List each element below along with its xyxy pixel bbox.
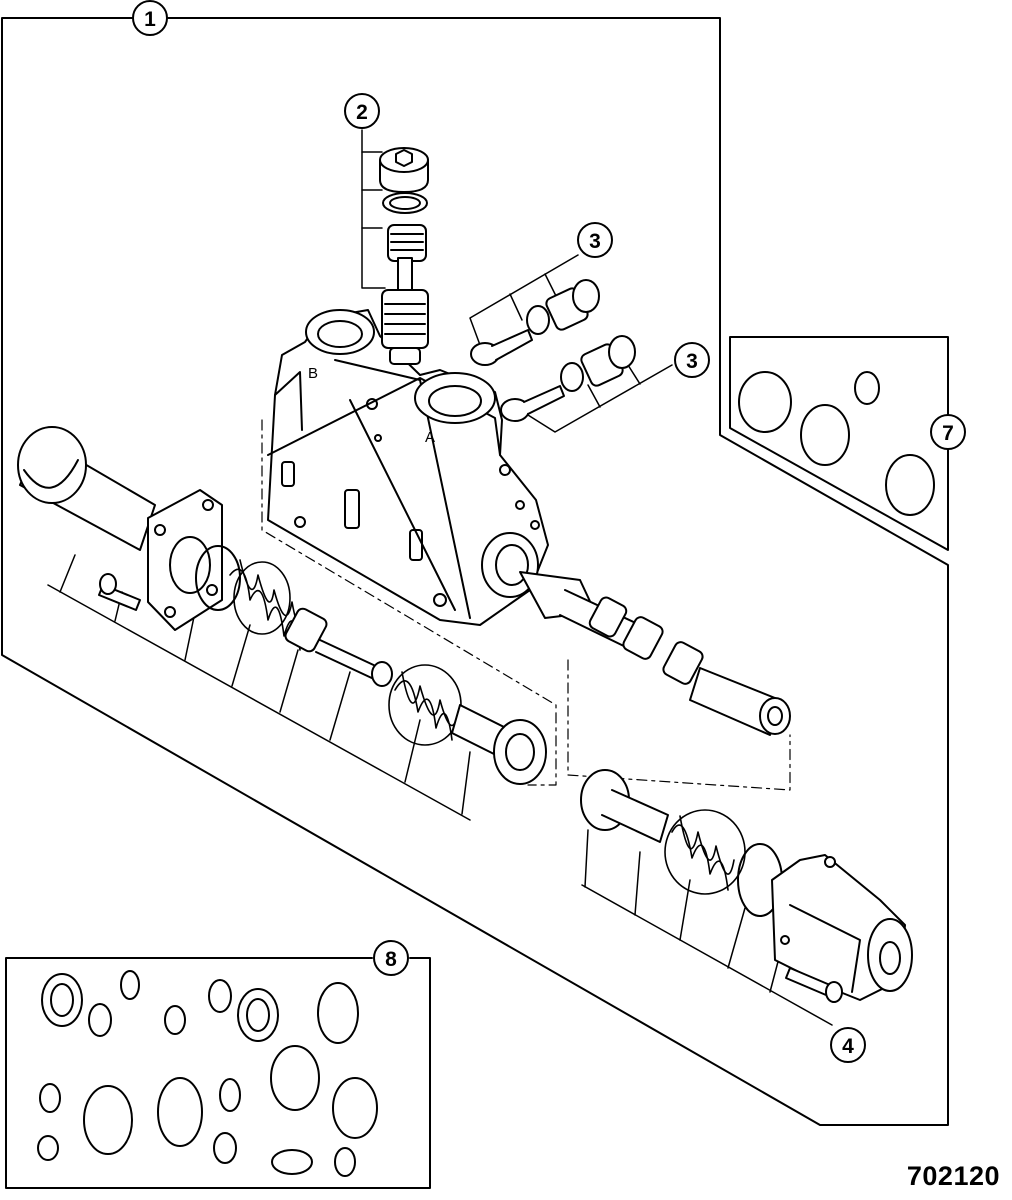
port-label-a: A [425,429,435,446]
svg-text:4: 4 [842,1035,854,1058]
left-screw [98,573,141,611]
check-valve-lower [500,335,636,422]
svg-text:3: 3 [686,350,698,373]
right-spring-seat [580,769,669,843]
main-spool [519,571,791,736]
figure-number: 702120 [906,1161,1000,1191]
svg-text:7: 7 [942,422,954,445]
leader-lines [47,129,833,1026]
seal-kit-8-seals [37,970,378,1177]
seal-kit-7-box [729,336,949,551]
left-spring-seat [451,704,547,785]
relief-valve-cartridge [379,147,429,365]
callout-3-upper: 3 [577,222,613,258]
callout-8: 8 [373,940,409,976]
callout-4: 4 [830,1027,866,1063]
svg-text:1: 1 [144,8,156,31]
seal-kit-8-box [5,957,431,1189]
callout-7: 7 [930,414,966,450]
left-spring-2 [388,664,462,746]
valve-body [267,309,549,626]
callout-2: 2 [344,93,380,129]
assembly-boundary [1,17,949,1126]
check-valve-upper [470,279,600,366]
svg-text:2: 2 [356,101,368,124]
callout-3-lower: 3 [674,342,710,378]
left-oring [195,545,241,611]
seal-kit-7-orings [738,371,935,516]
svg-text:3: 3 [589,230,601,253]
construction-lines [261,419,791,791]
right-screw [785,967,843,1003]
callout-1: 1 [132,0,168,36]
port-label-b: B [308,365,318,382]
right-spring [664,809,746,895]
svg-text:8: 8 [385,948,397,971]
left-spring-cap [17,426,223,631]
left-spool-end [284,607,393,687]
